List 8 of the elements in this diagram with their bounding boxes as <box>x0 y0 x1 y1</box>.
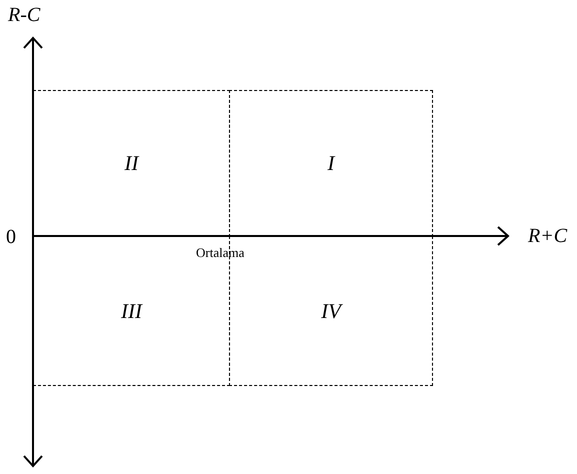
axis-label: R+C <box>528 225 568 248</box>
axis-note: Ortalama <box>196 245 244 261</box>
quadrant-numeral: I <box>328 151 334 176</box>
axis-label: R-C <box>8 4 40 27</box>
quadrant-numeral: IV <box>321 298 341 324</box>
quadrant-numeral: II <box>124 151 138 176</box>
origin-label: 0 <box>6 226 16 249</box>
quadrant-numeral: III <box>121 298 142 324</box>
